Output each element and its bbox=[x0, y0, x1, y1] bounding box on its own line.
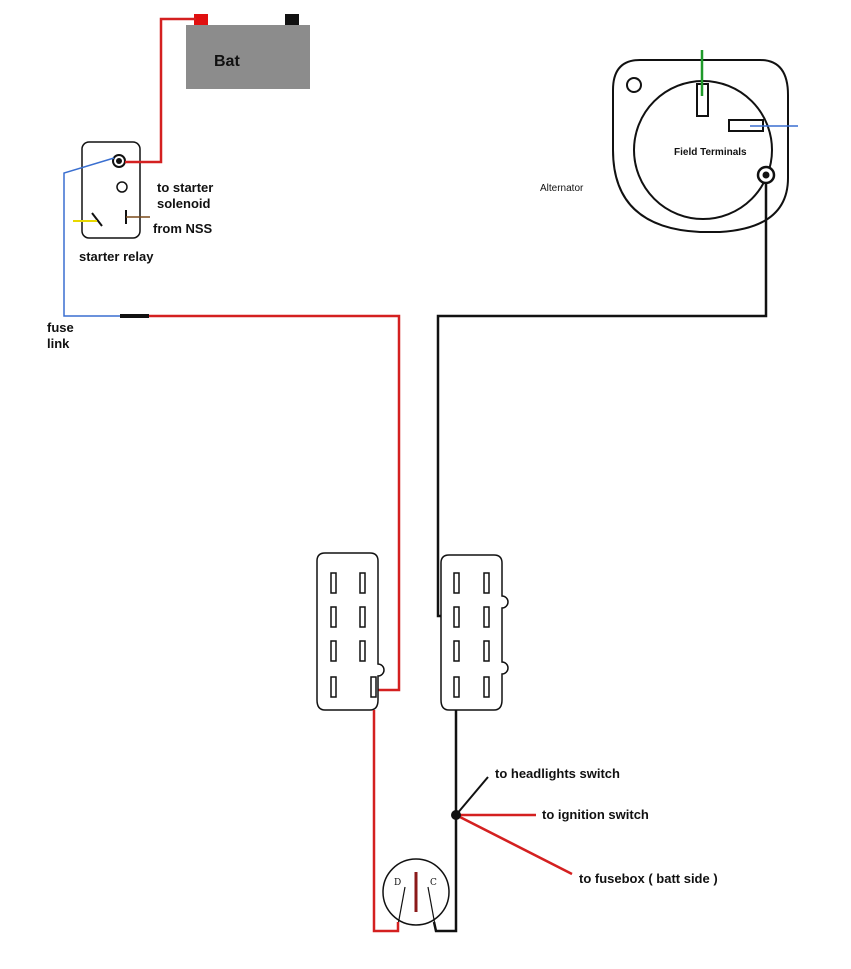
battery-positive-terminal bbox=[194, 14, 208, 25]
fusebox-branch-red-wire bbox=[455, 813, 573, 876]
gauge-terminal-line-right bbox=[427, 886, 436, 926]
fuse-link-label-2: link bbox=[47, 336, 70, 351]
left-connector bbox=[316, 552, 385, 711]
ignition-switch-label: to ignition switch bbox=[542, 807, 649, 822]
connector-to-gauge-red-wire bbox=[372, 710, 400, 933]
battery: Bat bbox=[186, 14, 310, 89]
right-pin bbox=[453, 640, 460, 662]
from-nss-label: from NSS bbox=[153, 221, 213, 236]
left-connector-body bbox=[316, 552, 385, 711]
fusebox-label: to fusebox ( batt side ) bbox=[579, 871, 718, 886]
starter-relay-label: starter relay bbox=[79, 249, 154, 264]
battery-body bbox=[186, 25, 310, 89]
headlights-branch-wire bbox=[455, 776, 489, 816]
left-pin bbox=[330, 640, 337, 662]
gauge-terminal-c-label: C bbox=[430, 878, 437, 888]
splice-junction bbox=[451, 810, 461, 820]
battery-to-relay-red-wire bbox=[125, 17, 196, 164]
alternator: Field Terminals Alternator bbox=[540, 50, 798, 233]
battery-label: Bat bbox=[214, 53, 240, 70]
relay-ground-tab bbox=[91, 212, 103, 227]
connector-to-gauge-black-wire bbox=[432, 710, 458, 933]
right-connector-body bbox=[440, 554, 509, 711]
to-starter-label-2: solenoid bbox=[157, 196, 211, 211]
alternator-output-post-center bbox=[762, 171, 770, 179]
gauge-terminal-line-left bbox=[397, 886, 406, 926]
gauge-terminal-d-label: D bbox=[394, 878, 401, 888]
headlights-switch-label: to headlights switch bbox=[495, 766, 620, 781]
relay-to-fuse-link-blue-wire bbox=[63, 157, 121, 317]
ignition-gauge: D C bbox=[382, 858, 450, 926]
field-terminals-label: Field Terminals bbox=[674, 147, 747, 158]
battery-negative-terminal bbox=[285, 14, 299, 25]
alternator-to-connector-black-wire bbox=[436, 183, 768, 618]
left-pin bbox=[359, 606, 366, 628]
to-starter-label-1: to starter bbox=[157, 180, 213, 195]
left-pin bbox=[330, 572, 337, 594]
right-pin bbox=[483, 640, 490, 662]
right-connector bbox=[440, 554, 509, 711]
alternator-label: Alternator bbox=[540, 183, 584, 194]
fuse-link-to-connector-red-wire bbox=[149, 314, 401, 692]
left-pin bbox=[359, 572, 366, 594]
right-pin bbox=[453, 606, 460, 628]
right-pin bbox=[483, 676, 490, 698]
starter-relay: to starter solenoid from NSS starter rel… bbox=[73, 141, 213, 264]
left-pin bbox=[330, 676, 337, 698]
left-pin bbox=[370, 676, 377, 698]
left-pin bbox=[359, 640, 366, 662]
right-pin bbox=[453, 572, 460, 594]
right-pin bbox=[483, 572, 490, 594]
relay-starter-post bbox=[116, 181, 128, 193]
right-pin bbox=[453, 676, 460, 698]
relay-battery-post-center bbox=[116, 158, 122, 164]
left-pin bbox=[330, 606, 337, 628]
right-pin bbox=[483, 606, 490, 628]
fuse-link-label-1: fuse bbox=[47, 320, 74, 335]
alternator-mount-hole bbox=[626, 77, 642, 93]
starter-relay-body bbox=[81, 141, 141, 239]
